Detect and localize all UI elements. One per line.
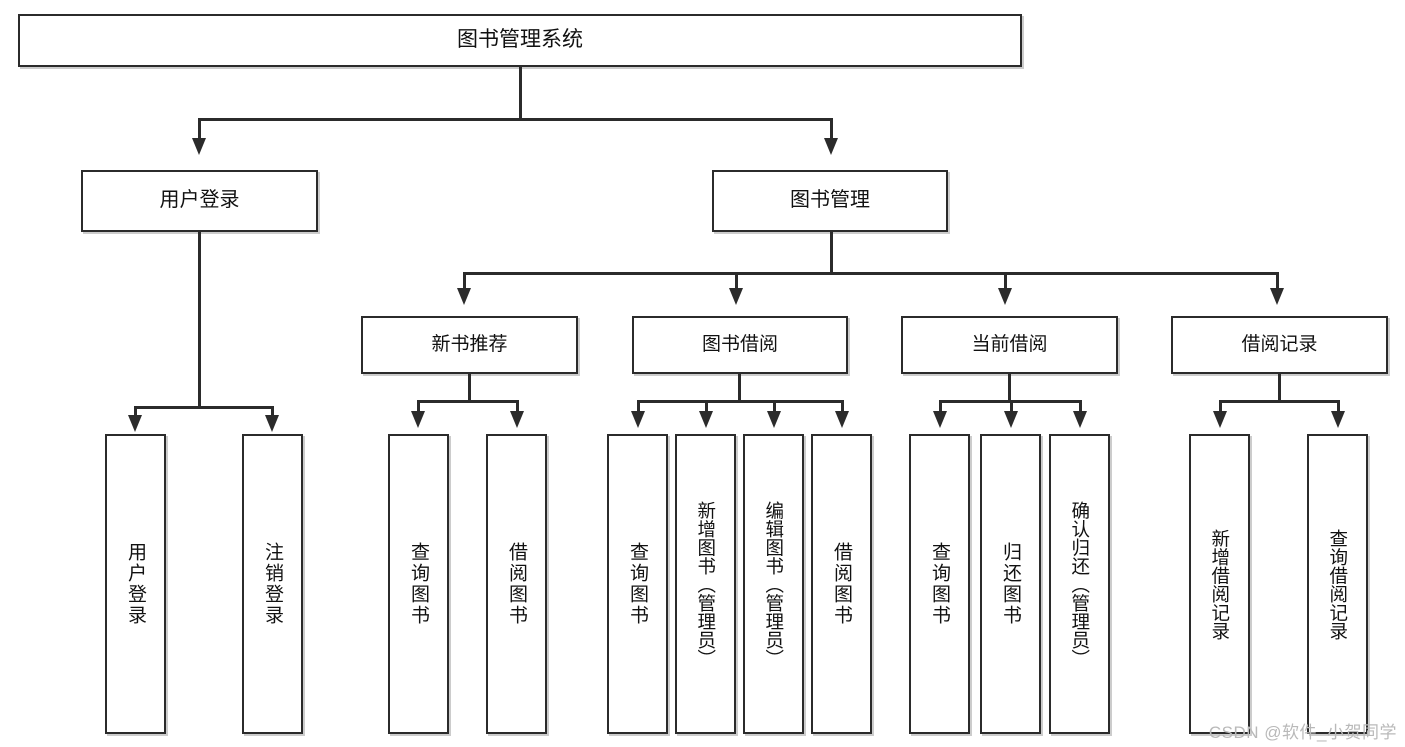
arrow-to-current-borrow — [998, 288, 1012, 305]
node-label: 图书管理系统 — [457, 28, 583, 52]
node-label: 新增图书（管理员） — [695, 500, 717, 668]
connector-bookborrow-drop-2 — [705, 400, 708, 412]
connector-newbook-stem — [468, 374, 471, 402]
node-label: 新增借阅记录 — [1209, 528, 1231, 640]
connector-currentborrow-drop-2 — [1010, 400, 1013, 412]
arrow-to-leaf-query-book-3 — [933, 411, 947, 428]
node-leaf-return-book[interactable]: 归还图书 — [980, 434, 1041, 734]
node-label: 用户登录 — [125, 542, 146, 626]
connector-bookborrow-bar — [637, 400, 843, 403]
connector-currentborrow-drop-1 — [939, 400, 942, 412]
connector-borrowrecord-drop-1 — [1219, 400, 1222, 412]
connector-userlogin-bar — [134, 406, 273, 409]
node-leaf-borrow-book-newbook[interactable]: 借阅图书 — [486, 434, 547, 734]
node-leaf-user-login[interactable]: 用户登录 — [105, 434, 166, 734]
arrow-to-leaf-borrow-book-1 — [510, 411, 524, 428]
connector-root-stem — [519, 67, 522, 118]
connector-bookmgmt-drop-2 — [735, 272, 738, 290]
node-leaf-add-book-admin[interactable]: 新增图书（管理员） — [675, 434, 736, 734]
connector-root-drop-left — [198, 118, 201, 140]
node-leaf-query-book-borrow[interactable]: 查询图书 — [607, 434, 668, 734]
arrow-to-leaf-add-record — [1213, 411, 1227, 428]
node-label: 新书推荐 — [431, 333, 508, 355]
node-label: 借阅图书 — [831, 542, 852, 626]
watermark: CSDN @软件_小贺同学 — [1208, 723, 1397, 742]
connector-bookborrow-drop-3 — [773, 400, 776, 412]
connector-root-bar — [198, 118, 832, 121]
connector-newbook-drop-2 — [516, 400, 519, 412]
connector-newbook-drop-1 — [417, 400, 420, 412]
node-label: 借阅记录 — [1241, 333, 1318, 355]
node-borrow-record[interactable]: 借阅记录 — [1171, 316, 1388, 374]
arrow-to-borrow-record — [1270, 288, 1284, 305]
node-root-system[interactable]: 图书管理系统 — [18, 14, 1022, 67]
node-label: 图书借阅 — [701, 333, 778, 355]
arrow-to-leaf-confirm-return — [1073, 411, 1087, 428]
node-label: 借阅图书 — [506, 542, 527, 626]
node-label: 用户登录 — [159, 189, 240, 212]
connector-currentborrow-stem — [1008, 374, 1011, 402]
node-leaf-add-borrow-record[interactable]: 新增借阅记录 — [1189, 434, 1250, 734]
node-leaf-logout[interactable]: 注销登录 — [242, 434, 303, 734]
arrow-to-leaf-query-book-1 — [411, 411, 425, 428]
node-book-management[interactable]: 图书管理 — [712, 170, 948, 232]
connector-bookmgmt-drop-1 — [463, 272, 466, 290]
arrow-to-book-manage — [824, 138, 838, 155]
arrow-to-leaf-borrow-book-2 — [835, 411, 849, 428]
node-label: 图书管理 — [790, 189, 870, 212]
connector-userlogin-drop-2 — [271, 406, 274, 418]
connector-borrowrecord-drop-2 — [1337, 400, 1340, 412]
arrow-to-leaf-logout — [265, 415, 279, 432]
connector-borrowrecord-stem — [1278, 374, 1281, 402]
node-label: 确认归还（管理员） — [1069, 500, 1091, 668]
node-label: 当前借阅 — [971, 333, 1048, 355]
connector-bookmgmt-bar — [463, 272, 1279, 275]
arrow-to-leaf-return-book — [1004, 411, 1018, 428]
node-leaf-confirm-return-admin[interactable]: 确认归还（管理员） — [1049, 434, 1110, 734]
arrow-to-leaf-query-book-2 — [631, 411, 645, 428]
node-label: 编辑图书（管理员） — [763, 500, 785, 668]
connector-userlogin-stem — [198, 232, 201, 408]
node-label: 归还图书 — [1000, 542, 1021, 626]
connector-bookborrow-drop-1 — [637, 400, 640, 412]
connector-bookborrow-stem — [738, 374, 741, 402]
arrow-to-leaf-user-login — [128, 415, 142, 432]
arrow-to-leaf-add-book — [699, 411, 713, 428]
node-new-book-recommend[interactable]: 新书推荐 — [361, 316, 578, 374]
node-label: 注销登录 — [262, 542, 283, 626]
connector-bookmgmt-drop-3 — [1004, 272, 1007, 290]
connector-bookborrow-drop-4 — [841, 400, 844, 412]
node-leaf-borrow-book-borrow[interactable]: 借阅图书 — [811, 434, 872, 734]
node-leaf-query-book-newbook[interactable]: 查询图书 — [388, 434, 449, 734]
node-book-borrow[interactable]: 图书借阅 — [632, 316, 848, 374]
arrow-to-user-login — [192, 138, 206, 155]
node-leaf-edit-book-admin[interactable]: 编辑图书（管理员） — [743, 434, 804, 734]
connector-userlogin-drop-1 — [134, 406, 137, 418]
node-user-login[interactable]: 用户登录 — [81, 170, 318, 232]
connector-bookmgmt-stem — [830, 232, 833, 274]
node-label: 查询图书 — [408, 542, 429, 626]
node-label: 查询借阅记录 — [1327, 528, 1349, 640]
arrow-to-leaf-query-record — [1331, 411, 1345, 428]
node-label: 查询图书 — [627, 542, 648, 626]
connector-borrowrecord-bar — [1219, 400, 1339, 403]
connector-currentborrow-drop-3 — [1079, 400, 1082, 412]
node-leaf-query-book-current[interactable]: 查询图书 — [909, 434, 970, 734]
arrow-to-leaf-edit-book — [767, 411, 781, 428]
connector-bookmgmt-drop-4 — [1276, 272, 1279, 290]
arrow-to-book-borrow — [729, 288, 743, 305]
node-current-borrow[interactable]: 当前借阅 — [901, 316, 1118, 374]
node-leaf-query-borrow-record[interactable]: 查询借阅记录 — [1307, 434, 1368, 734]
connector-newbook-bar — [417, 400, 519, 403]
node-label: 查询图书 — [929, 542, 950, 626]
arrow-to-new-book-rec — [457, 288, 471, 305]
connector-root-drop-right — [830, 118, 833, 140]
